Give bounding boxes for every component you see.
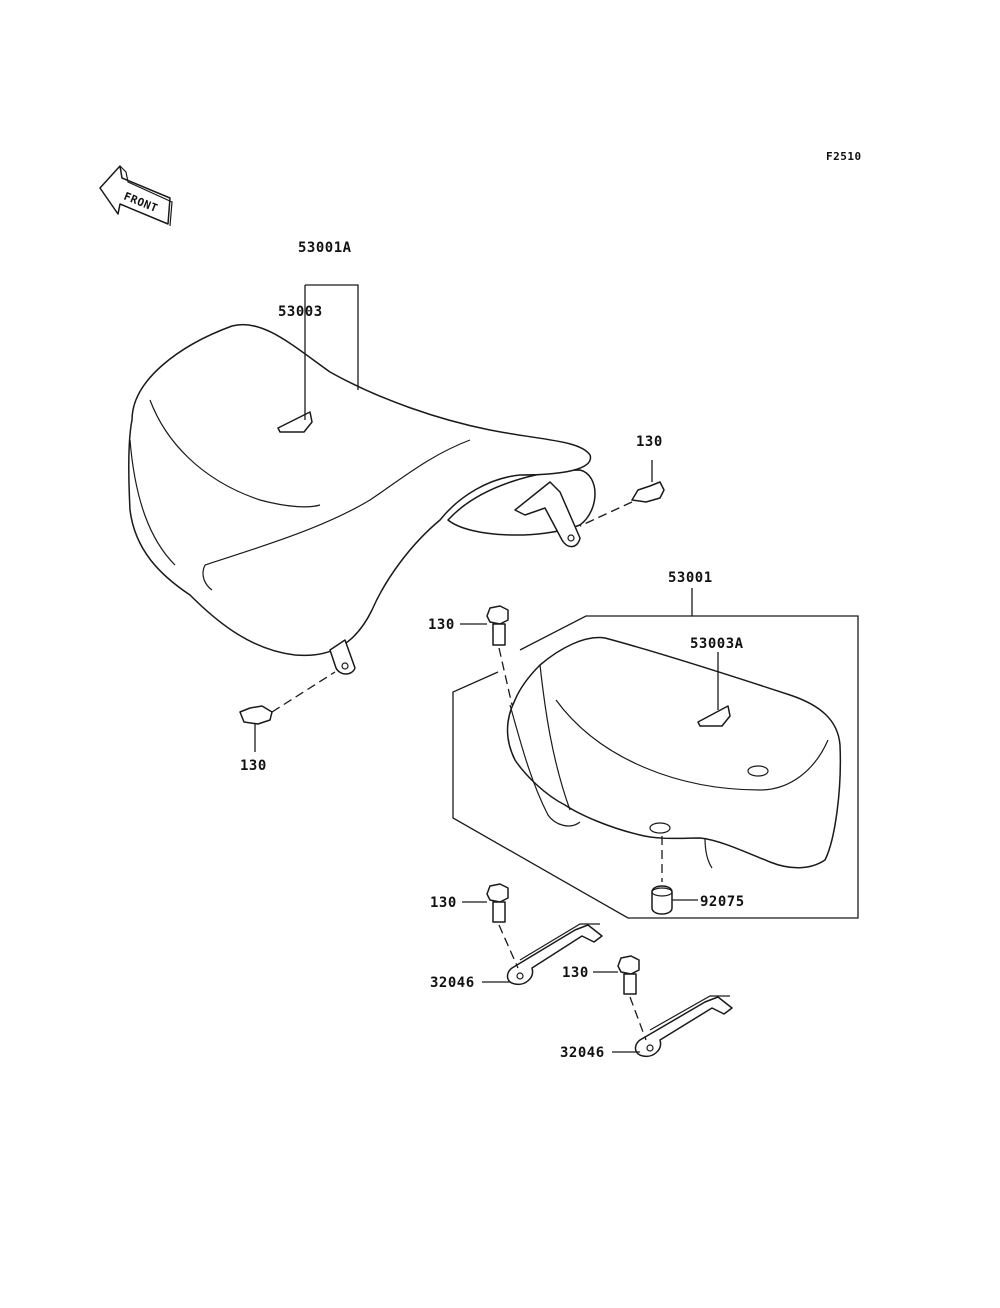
bolt-130-passenger-front: [460, 605, 513, 706]
rider-seat: [127, 323, 596, 675]
callout-53003A: 53003A: [690, 636, 744, 652]
damper-92075: [651, 836, 698, 915]
front-arrow-icon: FRONT: [99, 165, 173, 227]
callout-92075: 92075: [700, 894, 745, 910]
callout-53001A: 53001A: [298, 240, 352, 256]
bolt-130-front-hinge: [239, 671, 336, 752]
callout-130-rear-hinge: 130: [636, 434, 663, 450]
callout-32046-right: 32046: [560, 1045, 605, 1061]
callout-130-front-hinge: 130: [240, 758, 267, 774]
passenger-seat: [506, 636, 842, 869]
callout-53003: 53003: [278, 304, 323, 320]
bracket-32046-left: [506, 923, 603, 986]
bolt-130-bracket-right: [593, 955, 647, 1041]
figure-code: F2510: [826, 150, 862, 163]
passenger-seat-group-frame: [452, 588, 859, 919]
callout-130-bracket-right: 130: [562, 965, 589, 981]
callout-32046-left: 32046: [430, 975, 475, 991]
callout-130-passenger-front: 130: [428, 617, 455, 633]
bracket-32046-right: [634, 995, 733, 1058]
rider-seat-leaders: [304, 284, 359, 420]
callout-130-bracket-left: 130: [430, 895, 457, 911]
callout-53001: 53001: [668, 570, 713, 586]
bolt-130-rear-hinge: [579, 460, 665, 527]
bolt-130-bracket-left: [462, 883, 519, 969]
